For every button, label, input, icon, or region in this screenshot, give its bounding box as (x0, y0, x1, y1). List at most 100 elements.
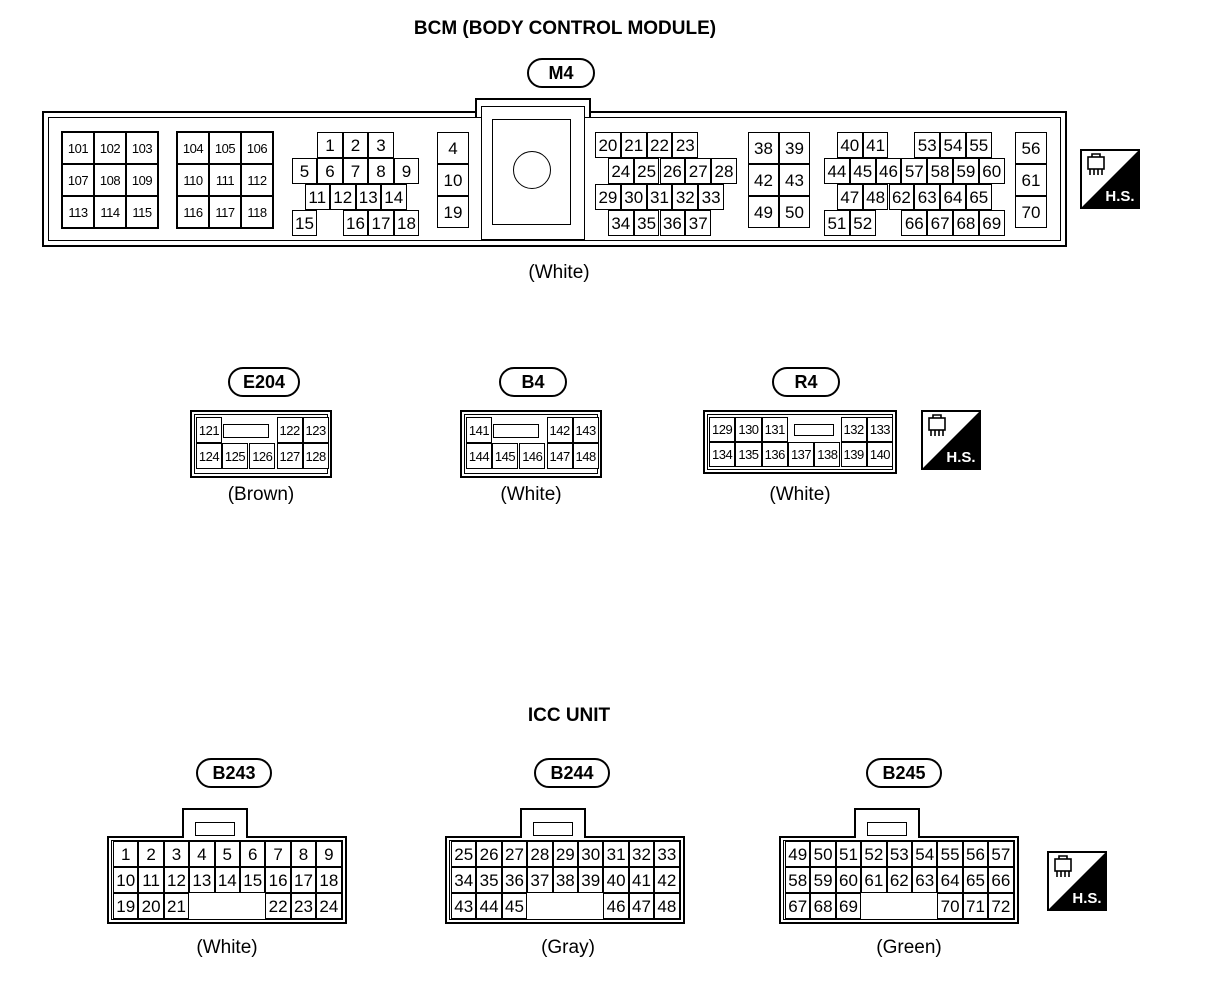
connector-pin: 1 (317, 132, 343, 158)
connector-pin: 35 (476, 867, 502, 893)
connector-pin: 139 (840, 442, 867, 467)
connector-pin: 102 (94, 132, 126, 164)
connector-pin: 42 (748, 164, 779, 196)
connector-pin: 128 (302, 443, 329, 469)
connector-pin: 62 (888, 184, 915, 210)
connector-pin: 16 (265, 867, 291, 893)
connector-pin: 32 (628, 841, 655, 867)
connector-pin: 41 (628, 867, 655, 893)
connector-pin: 57 (901, 158, 928, 184)
connector-pin: 9 (316, 841, 342, 867)
connector-pin: 51 (824, 210, 850, 236)
connector-latch (533, 822, 573, 836)
connector-pin: 52 (849, 210, 876, 236)
connector-pin: 36 (659, 210, 686, 236)
connector-pin: 67 (785, 893, 811, 919)
connector-pin: 65 (962, 867, 989, 893)
connector-pin: 142 (546, 417, 573, 443)
connector-glyph-icon (1054, 855, 1072, 877)
connector-pin: 55 (965, 132, 992, 158)
connector-pin: 59 (810, 867, 836, 893)
connector-pin: 34 (451, 867, 477, 893)
connector-pin: 65 (965, 184, 992, 210)
connector-pin: 25 (633, 158, 660, 184)
connector-pin: 67 (927, 210, 953, 236)
connector-pin: 66 (901, 210, 928, 236)
connector-pin: 37 (527, 867, 553, 893)
connector-pin: 53 (886, 841, 912, 867)
connector-pin: 40 (603, 867, 629, 893)
connector-pin: 56 (962, 841, 989, 867)
connector-pin: 27 (685, 158, 712, 184)
connector-pin: 122 (276, 417, 303, 443)
connector-pin: 141 (466, 417, 492, 443)
connector-pin: 11 (138, 867, 164, 893)
connector-pin: 60 (978, 158, 1005, 184)
connector-pin: 27 (501, 841, 528, 867)
connector-pin: 35 (633, 210, 660, 236)
connector-pin: 20 (595, 132, 621, 158)
connector-pin: 30 (620, 184, 647, 210)
connector-pin: 134 (709, 442, 736, 467)
connector-pin: 8 (368, 158, 394, 184)
b244-connector-tag: B244 (534, 758, 610, 788)
connector-pin: 72 (988, 893, 1014, 919)
connector-pin: 31 (646, 184, 673, 210)
b4-color-label: (White) (500, 484, 562, 505)
connector-pin: 109 (126, 164, 158, 196)
connector-pin: 3 (163, 841, 190, 867)
pin-group-frame (61, 131, 159, 229)
connector-pin: 19 (437, 196, 469, 228)
e204-color-label: (Brown) (227, 484, 295, 505)
connector-pin: 8 (290, 841, 317, 867)
connector-pin: 42 (654, 867, 680, 893)
connector-pin: 64 (937, 867, 963, 893)
connector-pin: 29 (595, 184, 621, 210)
connector-latch (195, 822, 235, 836)
connector-pin: 47 (628, 893, 655, 919)
connector-pin: 113 (62, 196, 94, 228)
connector-pin: 59 (953, 158, 979, 184)
harness-side-icon: H.S. (921, 410, 981, 470)
connector-pin: 69 (835, 893, 862, 919)
connector-pin: 108 (94, 164, 126, 196)
b4-connector-tag: B4 (499, 367, 567, 397)
connector-pin: 115 (126, 196, 158, 228)
connector-pin: 63 (912, 867, 938, 893)
connector-pin: 54 (912, 841, 938, 867)
connector-pin: 148 (572, 443, 599, 469)
connector-pin: 47 (836, 184, 863, 210)
connector-pin: 26 (659, 158, 686, 184)
connector-pin: 5 (214, 841, 240, 867)
connector-pin: 25 (451, 841, 477, 867)
connector-pin: 34 (607, 210, 634, 236)
connector-pin: 144 (466, 443, 492, 469)
connector-pin: 68 (953, 210, 979, 236)
connector-pin: 43 (779, 164, 810, 196)
connector-pin: 3 (368, 132, 394, 158)
connector-pin: 15 (291, 210, 318, 236)
connector-pin: 147 (546, 443, 573, 469)
connector-pin: 61 (861, 867, 887, 893)
connector-pin: 19 (113, 893, 139, 919)
connector-pin: 131 (761, 417, 788, 442)
connector-pin: 48 (862, 184, 889, 210)
connector-pin: 4 (189, 841, 215, 867)
connector-pin: 14 (381, 184, 407, 210)
connector-pin: 11 (304, 184, 330, 210)
connector-pin: 110 (177, 164, 209, 196)
connector-pin: 126 (249, 443, 276, 469)
b245-connector-tag: B245 (866, 758, 942, 788)
connector-pin: 71 (962, 893, 989, 919)
connector-pin: 20 (138, 893, 164, 919)
connector-inner (449, 840, 681, 920)
connector-pin: 50 (810, 841, 836, 867)
connector-pin: 58 (927, 158, 953, 184)
b245-color-label: (Green) (876, 937, 942, 958)
connector-pin: 132 (840, 417, 867, 442)
connector-pin: 125 (222, 443, 248, 469)
connector-pin: 14 (214, 867, 240, 893)
bcm-center-socket (492, 119, 571, 225)
connector-pin: 105 (209, 132, 241, 164)
connector-pin: 32 (672, 184, 699, 210)
